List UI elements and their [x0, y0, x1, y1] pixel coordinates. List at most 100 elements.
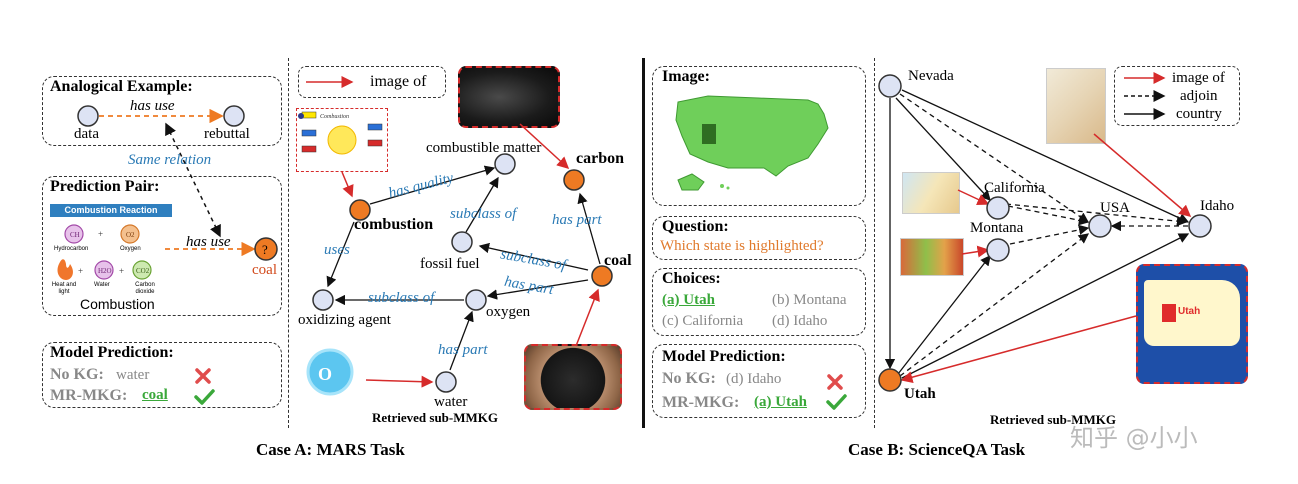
choice-a: (a) Utah: [662, 292, 715, 308]
molecule-oxygen: [120, 224, 140, 244]
edge-image-of-montana: [961, 245, 990, 258]
coal-image-top: [458, 66, 560, 128]
svg-text:Combustion: Combustion: [320, 114, 349, 120]
model-prediction-title-a: Model Prediction:: [50, 344, 174, 361]
chem-water: Water: [94, 282, 110, 288]
label-nevada: Nevada: [908, 68, 954, 84]
molecule-co2: [132, 260, 152, 280]
caption-case-a: Case A: MARS Task: [256, 440, 405, 459]
molecule-hydrocarbon: [64, 224, 84, 244]
case-b-divider: [874, 58, 875, 428]
utah-map-image: Utah: [1136, 264, 1248, 384]
check-icon-a: [194, 389, 215, 405]
node-oxidizing-agent: [312, 289, 334, 311]
chem-heat: Heat and light: [51, 282, 77, 295]
svg-text:+: +: [98, 229, 103, 239]
edge-nevada-usa: [899, 93, 1090, 223]
label-utah: Utah: [904, 386, 936, 402]
edge-has-part-carbon: [577, 192, 601, 265]
mr-label-a: MR-MKG:: [50, 387, 128, 404]
watermark: 知乎 @小小: [1070, 424, 1198, 452]
choice-d: (d) Idaho: [772, 313, 828, 329]
montana-map-image: [900, 238, 964, 276]
svg-text:CO2: CO2: [136, 267, 150, 275]
edge-california-usa: [1007, 205, 1090, 226]
edge-subclass-coal: [478, 242, 589, 271]
node-combustion: [349, 199, 371, 221]
edge-montana-usa: [1009, 224, 1090, 245]
legend-image-of-b: image of: [1172, 70, 1225, 86]
node-water: [435, 371, 457, 393]
mr-value-a: coal: [142, 387, 168, 403]
choices-title-b: Choices:: [662, 270, 721, 287]
analogical-title: Analogical Example:: [50, 78, 193, 95]
us-map-image: [675, 95, 829, 191]
analogical-data-label: data: [74, 126, 99, 142]
choice-c: (c) California: [662, 313, 744, 329]
combustion-banner-text: Combustion Reaction: [64, 205, 158, 215]
label-usa: USA: [1100, 200, 1131, 216]
node-coal: [591, 265, 613, 287]
node-california: [986, 196, 1010, 220]
edge-image-of-water: [365, 375, 434, 388]
cross-icon-a: [195, 368, 211, 384]
analogical-edge-label: has use: [130, 98, 175, 114]
svg-text:+: +: [119, 266, 124, 276]
edge-label-has-part1: has part: [552, 212, 602, 228]
combustion-label: Combustion: [80, 296, 155, 312]
label-montana: Montana: [970, 220, 1024, 236]
node-fossil-fuel: [451, 231, 473, 253]
edge-label-subclass1: subclass of: [450, 206, 517, 222]
edge-label-has-part3: has part: [438, 342, 488, 358]
svg-text:O: O: [318, 364, 332, 384]
question-text-b: Which state is highlighted?: [660, 238, 824, 254]
label-water: water: [434, 394, 468, 410]
caption-case-b: Case B: ScienceQA Task: [848, 440, 1026, 459]
edge-nevada-california: [895, 97, 991, 201]
label-carbon: carbon: [576, 150, 624, 167]
check-icon-b: [826, 394, 847, 410]
edge-image-of-idaho: [1093, 133, 1192, 217]
model-prediction-title-b: Model Prediction:: [662, 348, 786, 365]
prediction-pair-box: [42, 176, 282, 316]
retrieved-label-a: Retrieved sub-MMKG: [372, 410, 499, 425]
edge-utah-idaho: [901, 233, 1190, 379]
legend-adjoin-b: adjoin: [1180, 88, 1218, 104]
node-carbon: [563, 169, 585, 191]
node-idaho: [1188, 214, 1212, 238]
chem-co2: Carbon dioxide: [135, 282, 155, 295]
utah-map-inner: [1144, 280, 1240, 346]
chem-oxygen: Oxygen: [120, 246, 141, 252]
question-title-b: Question:: [662, 218, 729, 235]
case-a-divider: [288, 58, 289, 428]
california-map-image: [902, 172, 960, 214]
svg-text:+: +: [78, 266, 83, 276]
label-oxidizing: oxidizing agent: [298, 312, 391, 328]
model-prediction-box-a: [42, 342, 282, 408]
edge-label-subclass3: subclass of: [368, 290, 435, 306]
node-nevada: [878, 74, 902, 98]
node-oxygen: [465, 289, 487, 311]
prediction-answer-label: coal: [252, 262, 277, 278]
mr-value-b: (a) Utah: [754, 394, 807, 410]
edge-image-of-california: [957, 189, 990, 205]
label-combustible: combustible matter: [426, 140, 542, 156]
node-rebuttal: [223, 105, 245, 127]
nokg-value-a: water: [116, 367, 150, 383]
edge-image-of-coal: [575, 288, 600, 347]
analogical-example-box: [42, 76, 282, 146]
utah-map-label: Utah: [1178, 306, 1201, 317]
o2-bubble-icon: [306, 348, 354, 396]
nokg-value-b: (d) Idaho: [726, 371, 782, 387]
sun-icon: [327, 125, 357, 155]
question-mark: ?: [262, 242, 268, 257]
label-california: California: [984, 180, 1045, 196]
legend-box-a: [298, 66, 446, 98]
image-title-b: Image:: [662, 68, 710, 85]
cross-icon-b: [827, 374, 843, 390]
utah-highlight: [1162, 304, 1176, 322]
case-divider: [642, 58, 645, 428]
node-usa: [1088, 214, 1112, 238]
combustion-banner: [50, 204, 172, 217]
legend-box-b: [1114, 66, 1240, 126]
